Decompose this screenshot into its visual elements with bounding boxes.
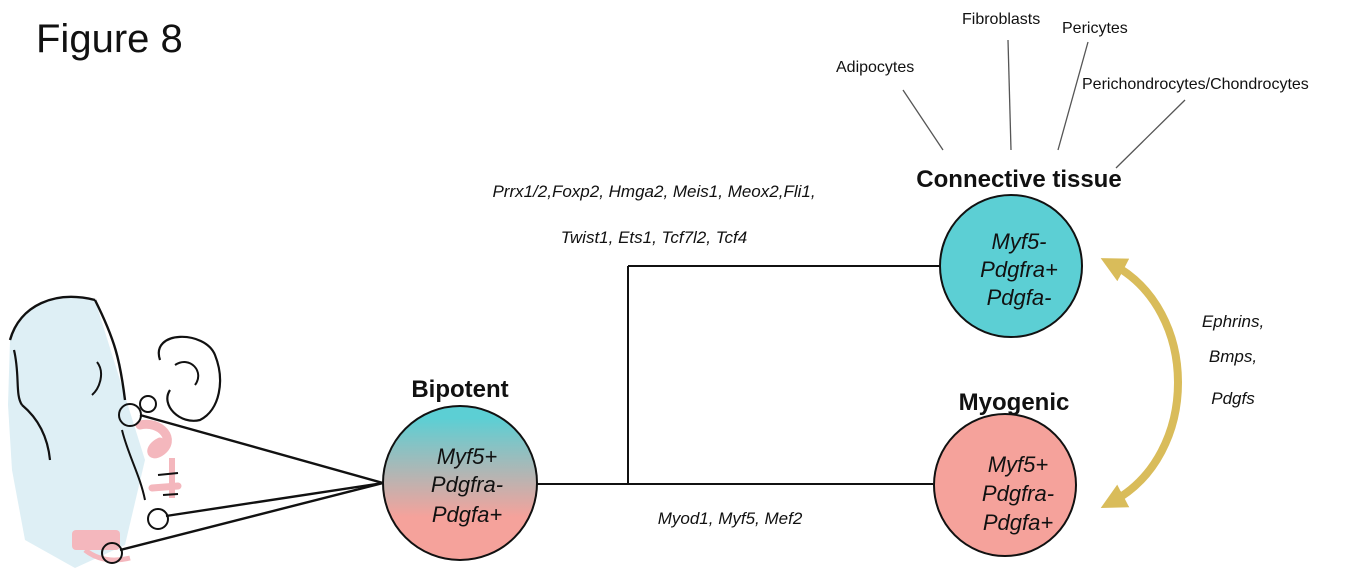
cell-type-labels: Adipocytes Fibroblasts Pericytes Pericho… bbox=[836, 11, 1309, 169]
embryo-body bbox=[8, 296, 145, 568]
myogenic-circle bbox=[933, 413, 1077, 557]
label-perichondrocytes: Perichondrocytes/Chondrocytes bbox=[1082, 76, 1309, 93]
figure-label: Figure 8 bbox=[36, 17, 183, 61]
lineage-tree bbox=[537, 265, 940, 485]
embryo-jaw bbox=[121, 429, 146, 501]
arch-line-1 bbox=[157, 472, 179, 476]
bipotent-title: Bipotent bbox=[411, 376, 508, 403]
connective-circle bbox=[939, 194, 1083, 338]
connective-genes-line1: Prrx1/2,Foxp2, Hmga2, Meis1, Meox2,Fli1, bbox=[492, 182, 815, 201]
connective-line-3: Pdgfa- bbox=[987, 285, 1052, 310]
zoom-line-bottom bbox=[119, 481, 384, 552]
line-perichondrocytes bbox=[1115, 99, 1186, 169]
connective-genes-line2: Twist1, Ets1, Tcf7l2, Tcf4 bbox=[561, 228, 747, 247]
arch-line-2 bbox=[162, 493, 179, 496]
signaling-double-arrow bbox=[1100, 258, 1182, 509]
embryo-head-lobe bbox=[157, 335, 222, 422]
embryo-ear bbox=[174, 361, 200, 386]
branchial-arch-1 bbox=[135, 419, 172, 459]
sample-circle-head-2 bbox=[139, 395, 157, 413]
bipotent-line-2: Pdgfra- bbox=[431, 472, 503, 497]
connective-tissue-node: Connective tissue Myf5- Pdgfra+ Pdgfa- bbox=[916, 166, 1122, 338]
signal-ephrins: Ephrins, bbox=[1202, 312, 1264, 331]
limb-bud bbox=[72, 530, 120, 550]
line-adipocytes bbox=[902, 89, 944, 151]
embryo-outline-back bbox=[12, 349, 23, 406]
sample-circle-limb bbox=[101, 542, 123, 564]
embryo-outline-neck bbox=[21, 404, 52, 461]
zoom-line-mid bbox=[165, 481, 384, 518]
embryo-outline-face bbox=[93, 299, 127, 401]
myogenic-genes: Myod1, Myf5, Mef2 bbox=[658, 509, 803, 528]
label-pericytes: Pericytes bbox=[1062, 20, 1128, 37]
label-fibroblasts: Fibroblasts bbox=[962, 11, 1040, 28]
connective-title: Connective tissue bbox=[916, 166, 1121, 193]
bipotent-node: Bipotent Myf5+ Pdgfra- Pdgfa+ bbox=[382, 376, 538, 561]
sample-circle-neck bbox=[147, 508, 169, 530]
embryo-outline-top bbox=[8, 295, 96, 341]
myogenic-line-3: Pdgfa+ bbox=[983, 510, 1053, 535]
embryo-eye bbox=[91, 361, 103, 396]
bipotent-line-1: Myf5+ bbox=[437, 444, 498, 469]
branchial-arch-3 bbox=[148, 482, 182, 492]
zoom-line-top bbox=[139, 413, 384, 485]
connective-line-2: Pdgfra+ bbox=[980, 257, 1058, 282]
label-adipocytes: Adipocytes bbox=[836, 59, 914, 76]
myogenic-line-1: Myf5+ bbox=[988, 452, 1049, 477]
line-fibroblasts bbox=[1007, 39, 1012, 151]
line-pericytes bbox=[1057, 41, 1089, 151]
connective-line-1: Myf5- bbox=[992, 229, 1047, 254]
signal-bmps: Bmps, bbox=[1209, 347, 1257, 366]
embryo-illustration bbox=[8, 295, 384, 568]
myogenic-title: Myogenic bbox=[959, 389, 1070, 416]
myogenic-node: Myogenic Myf5+ Pdgfra- Pdgfa+ bbox=[933, 389, 1077, 557]
bipotent-line-3: Pdgfa+ bbox=[432, 502, 502, 527]
signal-pdgfs: Pdgfs bbox=[1211, 389, 1255, 408]
bipotent-circle bbox=[382, 405, 538, 561]
myogenic-line-2: Pdgfra- bbox=[982, 481, 1054, 506]
